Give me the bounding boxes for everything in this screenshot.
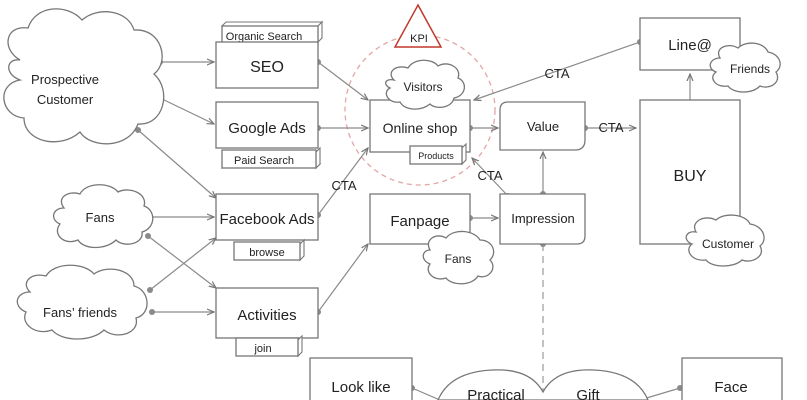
customer-cloud xyxy=(685,214,765,267)
buy-label: BUY xyxy=(674,168,707,185)
seo-node: Organic Search SEO xyxy=(215,20,324,89)
fanpage-fans-label: Fans xyxy=(445,252,472,266)
kpi-triangle-icon xyxy=(393,3,443,48)
practical-label: Practical xyxy=(467,387,525,400)
prospective-customer-cloud: Prospective Customer xyxy=(3,8,165,145)
activities-node: Activities join xyxy=(215,287,319,358)
seo-label: SEO xyxy=(250,59,284,76)
facebook-ads-node: Facebook Ads browse xyxy=(215,193,319,262)
organic-search-tag: Organic Search xyxy=(226,31,302,43)
join-tag: join xyxy=(253,343,271,355)
facebook-ads-label: Facebook Ads xyxy=(219,211,314,228)
browse-tag: browse xyxy=(249,247,284,259)
cta-label-impression: CTA xyxy=(477,168,502,183)
fans-label: Fans xyxy=(86,210,115,225)
products-tag: Products xyxy=(418,151,454,161)
gift-label: Gift xyxy=(576,387,600,400)
google-ads-label: Google Ads xyxy=(228,120,306,137)
impression-label: Impression xyxy=(511,211,575,226)
visitors-label: Visitors xyxy=(403,80,442,94)
line-at-label: Line@ xyxy=(668,37,712,54)
cta-label-fbads: CTA xyxy=(331,178,356,193)
paid-search-tag: Paid Search xyxy=(234,155,294,167)
fans-cloud: Fans xyxy=(53,184,154,249)
kpi-label: KPI xyxy=(410,33,428,45)
visitors-cloud xyxy=(385,59,465,110)
face-label: Face xyxy=(714,379,747,396)
prospective-label-line1: Prospective xyxy=(31,72,99,87)
look-like-label: Look like xyxy=(331,379,390,396)
cta-label-buy: CTA xyxy=(598,120,623,135)
face-node: Face xyxy=(681,357,783,400)
activities-label: Activities xyxy=(237,307,296,324)
line-at-node: Line@ Friends xyxy=(639,17,781,93)
practical-gift-node: Practical Gift xyxy=(437,369,649,400)
value-node: Value xyxy=(499,101,586,151)
friends-cloud xyxy=(709,42,781,93)
fanpage-node: Fanpage Fans xyxy=(369,193,495,285)
google-ads-node: Google Ads Paid Search xyxy=(215,101,322,170)
fanpage-label: Fanpage xyxy=(390,213,449,230)
fans-friends-label: Fans’ friends xyxy=(43,305,117,320)
buy-node: BUY Customer xyxy=(639,99,765,267)
value-label: Value xyxy=(527,119,559,134)
online-shop-node: Online shop Visitors Products xyxy=(369,59,471,166)
look-like-node: Look like xyxy=(309,357,413,400)
fanpage-fans-cloud xyxy=(422,230,495,285)
friends-label: Friends xyxy=(730,62,770,76)
online-shop-label: Online shop xyxy=(383,120,458,136)
cta-label-line: CTA xyxy=(544,66,569,81)
customer-label: Customer xyxy=(702,237,754,251)
fans-friends-cloud: Fans’ friends xyxy=(16,264,148,340)
impression-node: Impression xyxy=(499,193,586,245)
prospective-label-line2: Customer xyxy=(37,92,94,107)
